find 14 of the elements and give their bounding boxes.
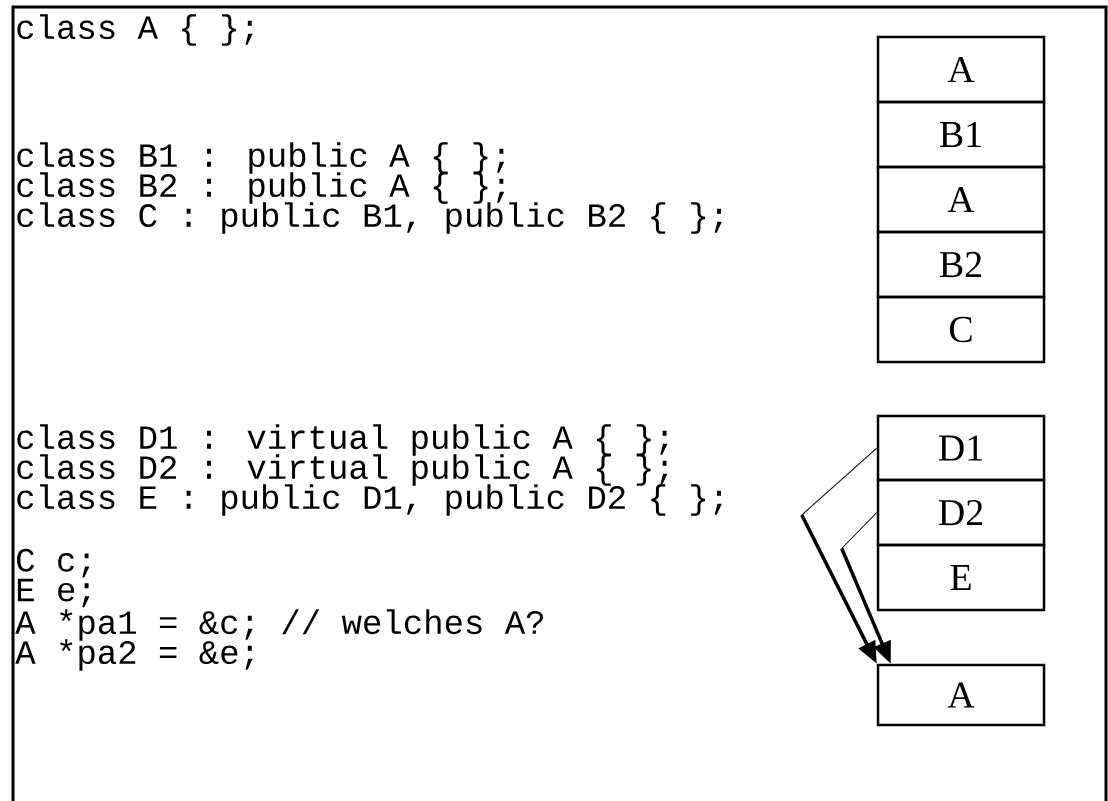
class-box: A (876, 663, 1046, 727)
code-line: A *pa1 = &c; // welches A? (15, 609, 543, 641)
class-box: C (876, 295, 1046, 364)
code-line: A *pa2 = &e; (15, 639, 253, 671)
code-line: class A { }; (17, 14, 253, 46)
code-line: E e; (17, 578, 90, 608)
class-box: B1 (876, 100, 1046, 169)
class-box: B2 (876, 230, 1046, 299)
class-box: D2 (876, 478, 1046, 547)
class-box: A (876, 165, 1046, 234)
class-box: E (876, 543, 1046, 612)
class-box: D1 (876, 414, 1046, 482)
class-box: A (876, 35, 1046, 104)
code-line: C c; (17, 548, 90, 578)
